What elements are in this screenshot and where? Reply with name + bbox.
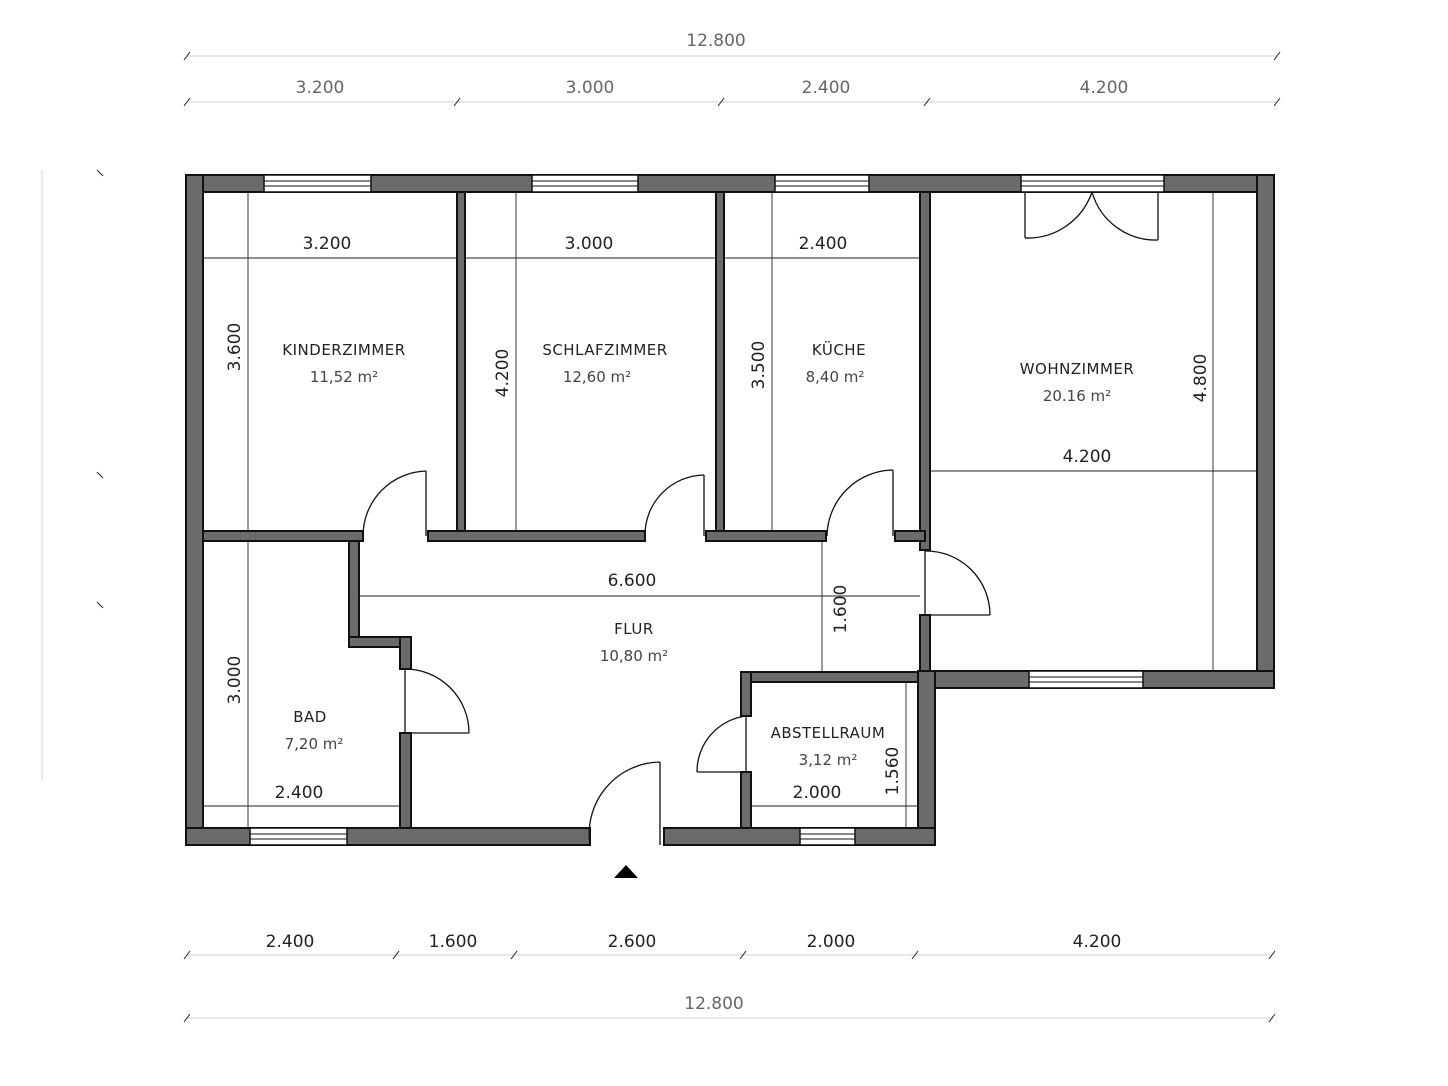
abstellraum-height: 1.560 [883,747,903,796]
door-kinderzimmer [362,470,427,537]
interior-dimensions [203,192,1257,828]
abstellraum-area: 3,12 m² [799,751,858,769]
abstellraum-name: ABSTELLRAUM [771,724,886,742]
entrance-arrow-icon [614,865,638,878]
flur-area: 10,80 m² [600,647,668,665]
kueche-width: 2.400 [799,234,848,254]
kueche-area: 8,40 m² [806,368,865,386]
kueche-name: KÜCHE [812,340,866,359]
door-balcony [1024,191,1159,241]
wohnzimmer-area: 20.16 m² [1043,387,1111,405]
window-wohnzimmer-bottom [1028,670,1144,689]
windows [249,174,1165,846]
top-segment-3: 2.400 [802,78,851,98]
wohnzimmer-width: 4.200 [1063,447,1112,467]
schlafzimmer-name: SCHLAFZIMMER [542,341,667,359]
bad-width: 2.400 [275,783,324,803]
wohnzimmer-name: WOHNZIMMER [1020,360,1135,378]
bad-height: 3.000 [225,656,245,705]
flur-name: FLUR [614,620,654,638]
bad-name: BAD [293,708,327,726]
kinderzimmer-area: 11,52 m² [310,368,378,386]
bottom-segment-5: 4.200 [1073,932,1122,952]
top-segment-2: 3.000 [566,78,615,98]
window-kueche [774,174,870,193]
flur-height: 1.600 [831,585,851,634]
wohnzimmer-height: 4.800 [1191,354,1211,403]
schlafzimmer-width: 3.000 [565,234,614,254]
room-labels: KINDERZIMMER 11,52 m² SCHLAFZIMMER 12,60… [282,340,1134,769]
door-wohnzimmer [924,550,991,616]
walls [185,174,1275,846]
top-total-dimension: 12.800 [686,31,745,51]
door-entrance [588,761,661,846]
top-segment-1: 3.200 [296,78,345,98]
abstellraum-width: 2.000 [793,783,842,803]
doors [362,191,1159,846]
bottom-segment-3: 2.600 [608,932,657,952]
door-schlafzimmer [644,474,705,537]
window-bad [249,827,348,846]
flur-width: 6.600 [608,571,657,591]
window-wohnzimmer-top [1020,174,1165,193]
door-abstellraum [696,715,747,773]
bottom-segment-1: 2.400 [266,932,315,952]
bottom-dimensions: 2.400 1.600 2.600 2.000 4.200 12.800 [183,932,1276,1023]
bottom-segment-4: 2.000 [807,932,856,952]
bottom-segment-2: 1.600 [429,932,478,952]
kueche-height: 3.500 [749,341,769,390]
left-side-marks [41,169,104,780]
bad-area: 7,20 m² [285,735,344,753]
door-bad [404,668,470,734]
kinderzimmer-name: KINDERZIMMER [282,341,405,359]
top-segment-4: 4.200 [1080,78,1129,98]
kinderzimmer-height: 3.600 [225,323,245,372]
window-schlafzimmer [531,174,639,193]
window-abstellraum [799,827,856,846]
top-dimensions: 12.800 3.200 3.000 2.400 4.200 [183,31,1281,107]
bottom-total-dimension: 12.800 [684,994,743,1014]
schlafzimmer-height: 4.200 [493,349,513,398]
kinderzimmer-width: 3.200 [303,234,352,254]
window-kinderzimmer [263,174,372,193]
schlafzimmer-area: 12,60 m² [563,368,631,386]
interior-dimension-labels: 3.200 3.600 3.000 4.200 2.400 3.500 4.20… [225,234,1211,803]
door-kueche [826,469,894,537]
